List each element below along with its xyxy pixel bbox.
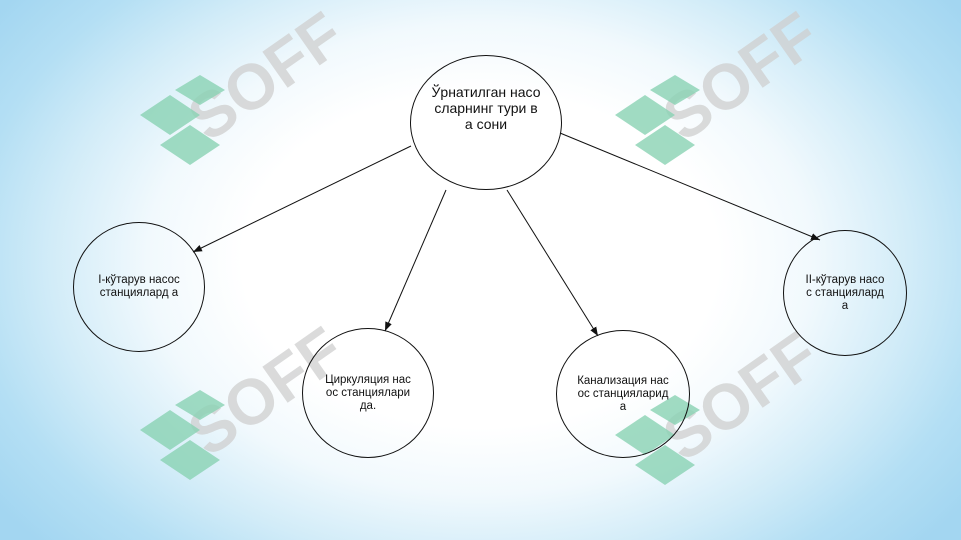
root-node: Ўрнатилган насосларнинг тури ва сони xyxy=(410,55,562,190)
edge-root-to-n4 xyxy=(559,132,821,241)
node-second-lift-stations: II-кўтарув насос станциялард а xyxy=(783,230,907,356)
node-first-lift-stations: I-кўтарув насос станциялард а xyxy=(73,222,205,352)
edge-root-to-n2 xyxy=(384,189,447,332)
node-label: I-кўтарув насос станциялард а xyxy=(98,274,180,299)
root-node-label: Ўрнатилган насосларнинг тури ва сони xyxy=(431,84,541,132)
node-label: Канализация насос станцияларид а xyxy=(577,374,669,413)
edge-root-to-n3 xyxy=(506,189,599,337)
node-label: II-кўтарув насос станциялард а xyxy=(805,273,885,312)
node-sewage-stations: Канализация насос станцияларид а xyxy=(556,330,690,458)
node-circulation-stations: Циркуляция насос станциялари да. xyxy=(302,328,434,458)
node-label: Циркуляция насос станциялари да. xyxy=(325,373,411,412)
edge-root-to-n1 xyxy=(192,145,412,253)
